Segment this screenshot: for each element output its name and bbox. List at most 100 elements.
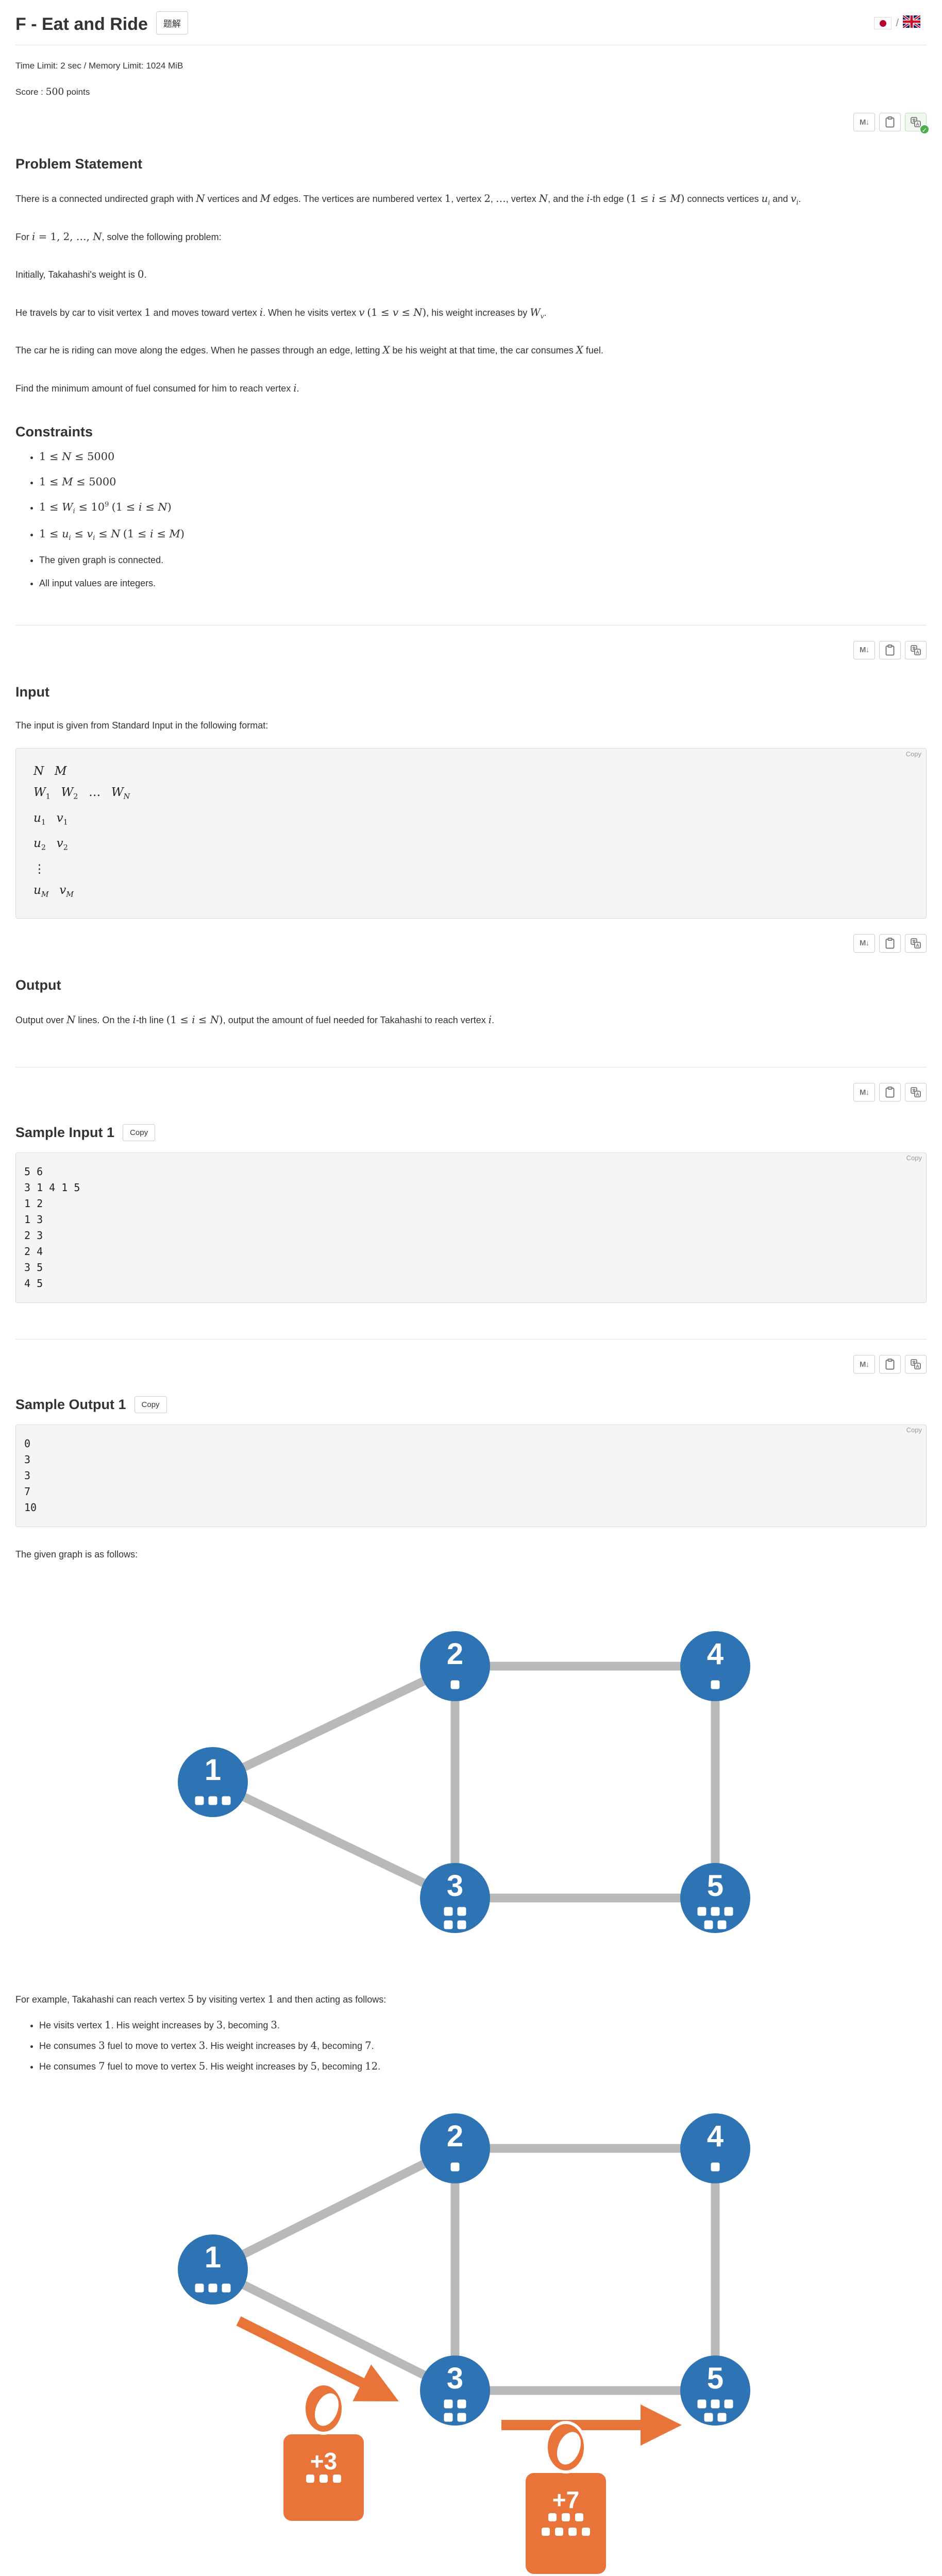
section-toolbar: M↓ A [15,1083,927,1102]
markdown-icon: M↓ [860,117,869,127]
output-text: Output over N lines. On the i-th line (1… [15,1013,495,1026]
example-step-item: He consumes 7 fuel to move to vertex 5. … [39,2059,927,2074]
problem-statement-heading: Problem Statement [15,156,143,172]
clipboard-icon [885,644,895,656]
constraint-item: All input values are integers. [39,578,927,589]
translate-button[interactable]: A✓ [905,113,930,134]
markdown-download-button[interactable]: M↓ [853,1355,875,1374]
editorial-button[interactable]: 题解 [156,11,188,35]
vertex-2: 2 [420,2113,490,2184]
section-toolbar: M↓ A [15,640,927,659]
weight-dot [711,1680,720,1689]
translate-button[interactable]: A [905,1083,927,1102]
svg-text:3: 3 [447,2362,463,2395]
statement-paragraph: There is a connected undirected graph wi… [15,193,801,206]
weight-gain-label: +7 [552,2486,579,2513]
pre-copy-button[interactable]: Copy [905,750,921,758]
uk-flag-icon[interactable] [902,14,921,31]
sample-output-1-heading: Sample Output 1 [15,1397,126,1413]
vertex-1: 1 [178,1747,248,1817]
graph-illustration-2: 1 2 4 3 5 +3 +7 [154,2089,927,2576]
weight-dot [711,2399,720,2409]
clipboard-copy-button[interactable] [879,1355,901,1374]
weight-dot [306,2475,314,2483]
vertex-5: 5 [680,2355,750,2426]
weight-dot [562,2513,570,2522]
weight-dot [195,2283,204,2293]
pre-copy-button[interactable]: Copy [906,1426,922,1434]
weight-dot [724,2399,733,2409]
statement-paragraph: The car he is riding can move along the … [15,344,603,357]
clipboard-copy-button[interactable] [879,640,901,659]
constraints-list: 1 ≤ N ≤ 50001 ≤ M ≤ 50001 ≤ Wi ≤ 109 (1 … [39,450,927,588]
language-selector: / [874,14,921,31]
clipboard-copy-button[interactable] [879,113,901,131]
weight-dot [208,1796,217,1805]
svg-text:A: A [916,943,919,948]
section-toolbar: M↓ A [15,1355,927,1374]
translate-button[interactable]: A [905,934,927,953]
statement-paragraph: Initially, Takahashi's weight is 0. [15,268,147,281]
weight-dot [444,2413,453,2422]
vertex-1: 1 [178,2234,248,2305]
edge-1-3 [211,1778,457,1902]
weight-dot [711,1907,720,1916]
format-line: u1 v1 [33,811,68,827]
problem-statement-body: There is a connected undirected graph wi… [15,188,927,399]
weight-dot [333,2475,341,2483]
weight-dot [457,2399,466,2409]
markdown-download-button[interactable]: M↓ [853,1083,875,1102]
markdown-download-button[interactable]: M↓ [853,934,875,953]
translate-icon: A [911,645,921,655]
markdown-download-button[interactable]: M↓ [853,640,875,659]
score-text: Score : 500 points [15,87,90,97]
copy-button[interactable]: Copy [123,1124,156,1142]
section-divider [15,1339,927,1340]
sample-input-1-block: 5 6 3 1 4 1 5 1 2 1 3 2 3 2 4 3 5 4 5 [15,1153,927,1303]
weight-dot [704,2413,713,2422]
weight-dot [717,2413,727,2422]
weight-dot [704,1920,713,1929]
svg-text:5: 5 [707,2362,724,2395]
clipboard-copy-button[interactable] [879,934,901,953]
clipboard-icon [885,116,895,128]
statement-paragraph: For i = 1, 2, …, N, solve the following … [15,230,222,243]
output-heading: Output [15,977,61,993]
translated-check-icon: ✓ [919,124,930,134]
svg-text:5: 5 [707,1869,724,1903]
format-line: N M [33,765,67,778]
format-line: ⋮ [33,862,46,876]
markdown-icon: M↓ [860,1360,869,1369]
copy-button[interactable]: Copy [134,1396,167,1414]
weight-dot [450,2162,460,2172]
edge-1-3 [211,2265,457,2395]
translate-icon: A [911,1087,921,1098]
translate-icon: A [911,1359,921,1370]
sample-input-1-heading: Sample Input 1 [15,1125,115,1141]
example-intro: For example, Takahashi can reach vertex … [15,1993,386,2005]
translate-button[interactable]: A [905,1355,927,1374]
weight-dot [444,2399,453,2409]
svg-text:A: A [916,1092,919,1097]
translate-button[interactable]: A [905,640,927,659]
pre-copy-button[interactable]: Copy [906,1154,922,1162]
weight-dot [319,2475,328,2483]
weight-gain-label: +3 [310,2448,337,2475]
clipboard-copy-button[interactable] [879,1083,901,1102]
vertex-4: 4 [680,2113,750,2184]
translate-icon: A [911,938,921,948]
svg-text:1: 1 [205,1753,221,1787]
move-arrow-1 [236,2316,399,2402]
format-line: uM vM [33,884,74,899]
markdown-download-button[interactable]: M↓ [853,113,875,131]
example-steps: He visits vertex 1. His weight increases… [39,2018,927,2074]
svg-text:4: 4 [707,2120,724,2153]
statement-paragraph: Find the minimum amount of fuel consumed… [15,382,299,394]
svg-text:A: A [916,122,919,127]
svg-text:2: 2 [447,1637,463,1671]
section-toolbar: M↓ A✓ [15,113,930,134]
japan-flag-icon[interactable] [874,17,892,29]
section-toolbar: M↓ A [15,934,927,953]
